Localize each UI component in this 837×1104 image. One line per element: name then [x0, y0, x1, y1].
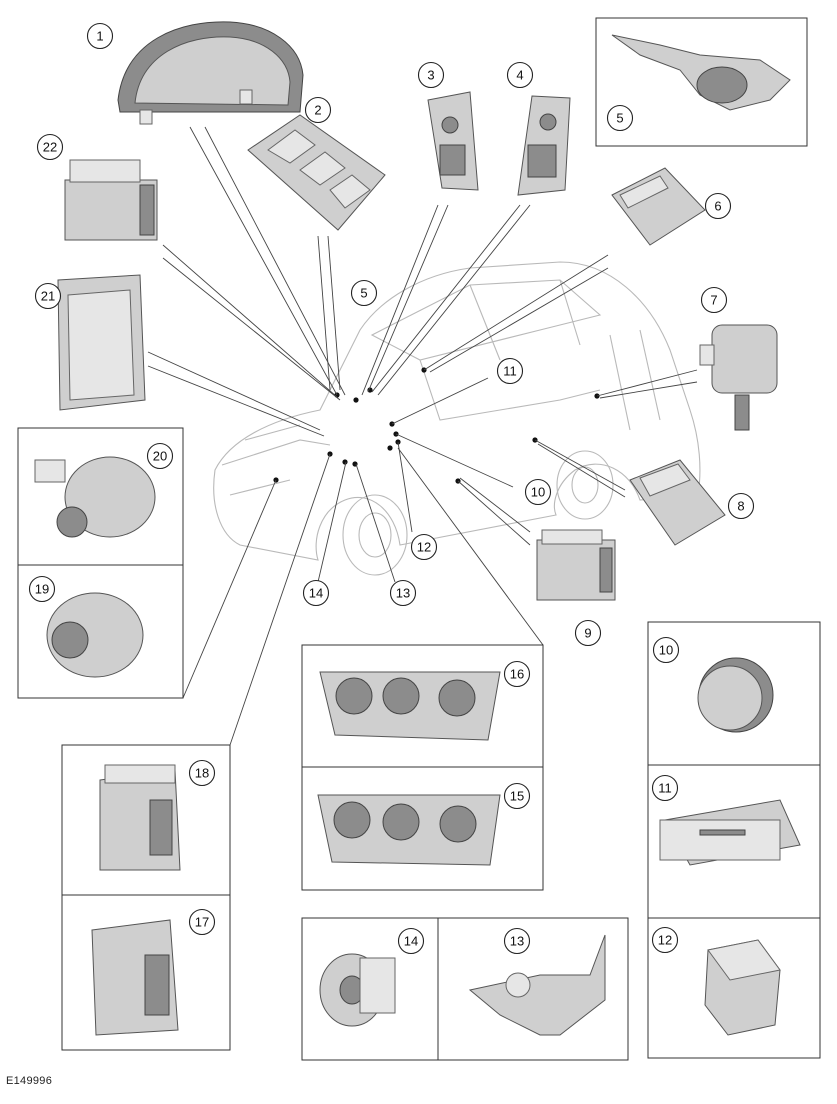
callout-label: 13 — [510, 934, 524, 949]
push-button — [697, 657, 774, 733]
callout-label: 11 — [658, 781, 672, 796]
callout-13-car: 13 — [389, 579, 417, 607]
connector-dots — [273, 367, 600, 484]
callout-label: 12 — [417, 540, 431, 555]
callout-16: 16 — [503, 660, 531, 688]
callout-18: 18 — [188, 759, 216, 787]
callout-label: 18 — [195, 766, 209, 781]
engine-control-module-18 — [99, 764, 181, 871]
callout-label: 5 — [616, 111, 623, 126]
callout-7: 7 — [700, 286, 728, 314]
callout-label: 6 — [714, 199, 721, 214]
callout-13-box: 13 — [503, 927, 531, 955]
callout-label: 4 — [516, 68, 523, 83]
callout-12-box: 12 — [651, 926, 679, 954]
callout-label: 20 — [153, 449, 167, 464]
vehicle-outline — [213, 261, 701, 576]
callout-8: 8 — [727, 492, 755, 520]
callout-label: 10 — [659, 643, 673, 658]
callout-3: 3 — [417, 61, 445, 89]
callout-label: 11 — [503, 364, 517, 379]
callout-19: 19 — [28, 575, 56, 603]
callout-label: 8 — [737, 499, 744, 514]
callout-11-box: 11 — [651, 774, 679, 802]
climate-control-panel-16 — [319, 671, 501, 741]
callout-14-car: 14 — [302, 579, 330, 607]
callout-10-car: 10 — [524, 478, 552, 506]
control-module-9 — [536, 529, 616, 601]
steering-switch-right — [517, 95, 571, 196]
callout-9: 9 — [574, 619, 602, 647]
callout-10-box: 10 — [652, 636, 680, 664]
callout-21: 21 — [34, 282, 62, 310]
engine-control-module-17 — [91, 919, 179, 1036]
callout-label: 15 — [510, 789, 524, 804]
figure-id: E149996 — [6, 1075, 53, 1087]
callout-17: 17 — [188, 908, 216, 936]
callout-11-car: 11 — [496, 357, 524, 385]
callout-label: 9 — [584, 626, 591, 641]
alternator-20 — [34, 456, 156, 538]
callout-6: 6 — [704, 192, 732, 220]
callout-label: 12 — [658, 933, 672, 948]
callout-20: 20 — [146, 442, 174, 470]
callout-label: 17 — [195, 915, 209, 930]
callout-label: 1 — [96, 29, 103, 44]
callout-4: 4 — [506, 61, 534, 89]
callout-label: 21 — [41, 289, 55, 304]
relay-socket — [704, 939, 781, 1036]
callout-label: 10 — [531, 485, 545, 500]
battery-monitor — [468, 934, 606, 1036]
alternator-19 — [46, 592, 144, 678]
callout-15: 15 — [503, 782, 531, 810]
callout-label: 14 — [404, 934, 418, 949]
window-switch-pack — [247, 114, 386, 231]
callout-14-box: 14 — [397, 927, 425, 955]
auxiliary-pump — [699, 324, 778, 431]
callout-1: 1 — [86, 22, 114, 50]
steering-column-switchgear — [611, 34, 791, 111]
steering-switch-left — [427, 91, 479, 191]
callout-label: 3 — [427, 68, 434, 83]
callout-2: 2 — [304, 96, 332, 124]
audio-unit — [659, 799, 801, 866]
control-module-22 — [64, 159, 158, 241]
callout-22: 22 — [36, 133, 64, 161]
climate-control-panel-15 — [317, 794, 501, 866]
callout-5-car: 5 — [350, 279, 378, 307]
control-module-8 — [629, 459, 726, 546]
callout-label: 13 — [396, 586, 410, 601]
callout-label: 16 — [510, 667, 524, 682]
callout-label: 14 — [309, 586, 323, 601]
leader-lines — [147, 126, 698, 746]
callout-label: 22 — [43, 140, 57, 155]
frames — [17, 17, 821, 1061]
callout-label: 2 — [314, 103, 321, 118]
callout-12-car: 12 — [410, 533, 438, 561]
control-module-6 — [611, 167, 706, 246]
instrument-cluster — [117, 21, 304, 125]
fuse-box — [57, 274, 146, 411]
callout-label: 19 — [35, 582, 49, 597]
callout-label: 5 — [360, 286, 367, 301]
callout-label: 7 — [710, 293, 717, 308]
sounder — [319, 953, 396, 1027]
callout-5-box: 5 — [606, 104, 634, 132]
